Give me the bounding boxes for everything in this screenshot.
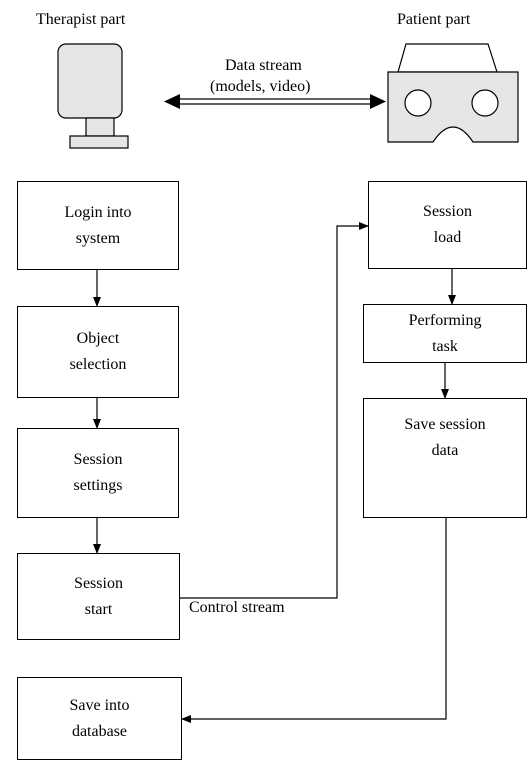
step-object-selection: Object selection: [17, 306, 179, 398]
step-session-start: Session start: [17, 553, 180, 640]
data-stream-sublabel: (models, video): [210, 78, 311, 95]
step-save-into-database-label: Save into database: [69, 696, 130, 740]
step-session-settings: Session settings: [17, 428, 179, 518]
data-stream-label: Data stream: [225, 57, 302, 74]
step-session-settings-label: Session settings: [73, 451, 123, 494]
patient-part-title: Patient part: [397, 11, 471, 28]
step-login: Login into system: [17, 181, 179, 270]
therapist-part-title: Therapist part: [36, 11, 126, 28]
control-stream-arrow: [180, 222, 369, 599]
step-object-selection-label: Object selection: [69, 330, 127, 373]
step-session-load: Session load: [368, 181, 527, 269]
step-session-load-label: Session load: [423, 203, 472, 246]
step-save-session-data: Save session data: [363, 398, 527, 518]
control-stream-label: Control stream: [189, 599, 285, 616]
step-save-into-database: Save into database: [17, 677, 182, 760]
step-performing-task-label: Performing task: [408, 311, 482, 355]
arrow-save-data-to-database: [181, 518, 447, 723]
monitor-icon: [57, 43, 129, 149]
step-performing-task: Performing task: [363, 304, 527, 363]
step-save-session-data-label: Save session data: [404, 416, 486, 459]
data-stream-arrow: [164, 94, 386, 109]
step-session-start-label: Session start: [74, 574, 123, 618]
vr-headset-icon: [387, 43, 519, 143]
step-login-label: Login into system: [64, 203, 132, 247]
